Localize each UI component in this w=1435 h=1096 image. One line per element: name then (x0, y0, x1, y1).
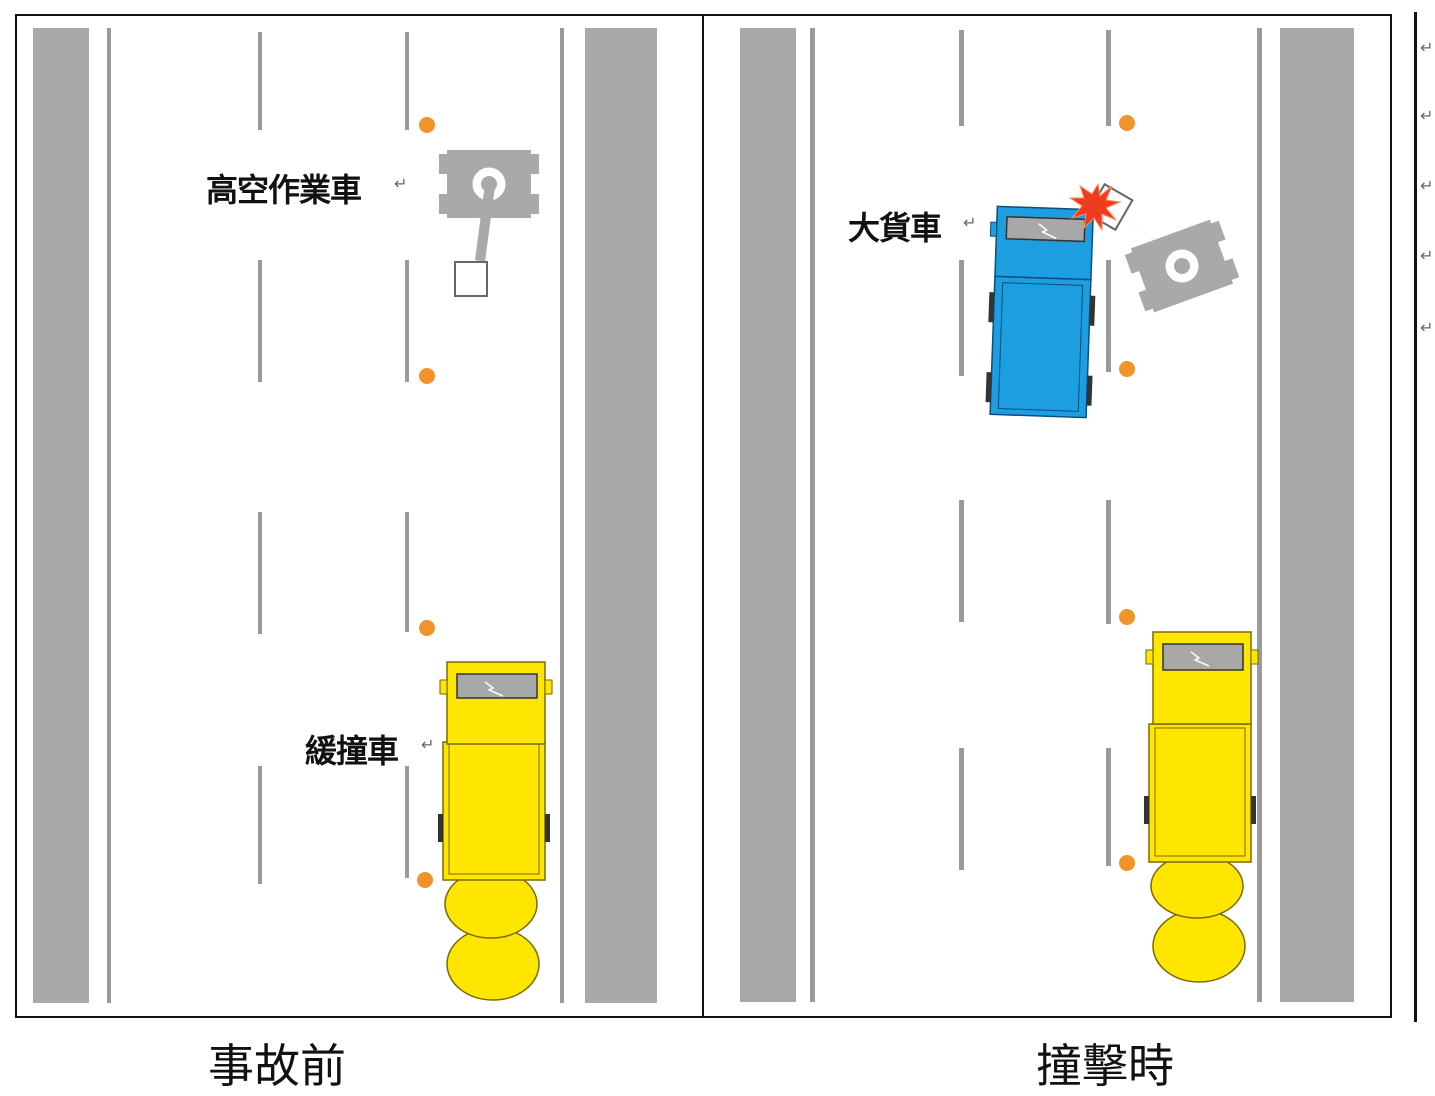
page-right-rule (1414, 12, 1417, 1022)
label-heavy-truck: 大貨車 (848, 209, 942, 247)
road-diagram-impact (704, 16, 1390, 1016)
aerial-boom (1124, 216, 1188, 268)
paragraph-mark-icon: ↵ (421, 735, 435, 754)
impact-burst-icon (1068, 182, 1122, 232)
aerial-work-vehicle (439, 150, 539, 297)
panel-impact-border (702, 14, 1392, 1018)
paragraph-mark-icon: ↵ (963, 213, 977, 232)
aerial-work-vehicle-struck (1124, 219, 1240, 313)
paragraph-mark-icon: ↵ (1420, 318, 1434, 337)
lane-dashes (258, 32, 409, 884)
lane-dashes (959, 30, 1111, 870)
traffic-cones (1119, 115, 1135, 871)
right-edge-line (1257, 28, 1262, 1002)
buffer-truck-impact (1144, 631, 1259, 983)
right-edge-line (560, 28, 564, 1003)
paragraph-mark-icon: ↵ (1420, 246, 1434, 265)
left-edge-line (107, 28, 111, 1003)
right-shoulder (1280, 28, 1354, 1002)
top-strip (0, 0, 1435, 12)
label-aerial-work-vehicle: 高空作業車 (206, 171, 362, 209)
left-shoulder (740, 28, 796, 1002)
paragraph-mark-icon: ↵ (1420, 176, 1434, 195)
road-diagram-before (17, 16, 702, 1016)
traffic-cones (417, 117, 435, 888)
label-buffer-truck: 緩撞車 (305, 732, 399, 770)
caption-impact: 撞擊時 (1036, 1039, 1174, 1093)
left-edge-line (810, 28, 815, 1002)
left-shoulder (33, 28, 89, 1003)
paragraph-mark-icon: ↵ (394, 174, 408, 193)
paragraph-mark-icon: ↵ (1420, 38, 1434, 57)
heavy-truck (985, 205, 1096, 419)
buffer-truck-before (438, 661, 553, 1001)
paragraph-mark-icon: ↵ (1420, 106, 1434, 125)
right-shoulder (585, 28, 657, 1003)
caption-before: 事故前 (208, 1039, 346, 1093)
